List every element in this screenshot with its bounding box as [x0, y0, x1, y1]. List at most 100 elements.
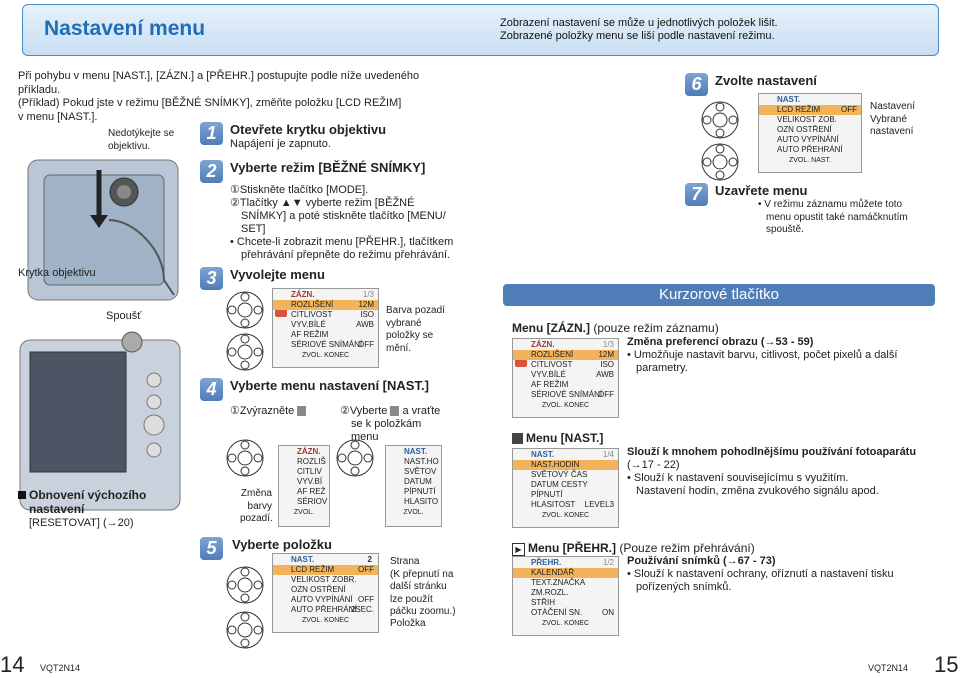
menu-row[interactable]: AUTO VYPÍNÁNÍ	[777, 135, 839, 144]
menu-nast-heading: Menu [NAST.]	[512, 431, 603, 445]
menu-label: ROZLIŠENÍ	[291, 300, 334, 309]
menu-row[interactable]: DATUM CESTY	[531, 480, 588, 489]
page-note: Strana (K přepnutí na další stránku lze …	[390, 556, 456, 619]
bg-color-note: Barva pozadí vybrané položky se mění.	[386, 305, 445, 355]
dpad-icon	[226, 439, 264, 477]
intro-text: Při pohybu v menu [NAST.], [ZÁZN.] a [PŘ…	[18, 70, 438, 124]
menu-row[interactable]: TEXT.ZNAČKA	[531, 578, 586, 587]
menu-row[interactable]: STŘIH	[531, 598, 555, 607]
menu-label: ROZLIŠENÍ	[531, 350, 574, 359]
menu-page: 1/3	[602, 340, 614, 349]
menu-row[interactable]: OZN OSTŘENÍ	[273, 585, 378, 595]
menu-label: AUTO PŘEHRÁNÍ	[291, 605, 357, 614]
menu-value: ON	[602, 608, 614, 617]
menu-row[interactable]: PÍPNUTÍ	[404, 487, 436, 496]
dpad-icon	[701, 143, 739, 181]
menu-value: 12M	[598, 350, 614, 359]
dpad-icon	[336, 439, 374, 477]
menu-row[interactable]: OZN OSTŘENÍ	[777, 125, 832, 134]
menu-row[interactable]: SVĚTOV	[404, 467, 437, 476]
step-number: 7	[685, 183, 708, 206]
menu-title: Menu [PŘEHR.]	[528, 541, 616, 555]
menu-prehr-shortcut: PŘEHR.1/2 KALENDÁŘ TEXT.ZNAČKA ZM.ROZL. …	[512, 556, 619, 636]
menu-label: CITLIVOST	[291, 310, 333, 319]
step-number: 3	[200, 267, 223, 290]
menu-row[interactable]: CITLIV	[297, 467, 322, 476]
step-number: 2	[200, 160, 223, 183]
menu-title: Menu [NAST.]	[526, 431, 604, 445]
menu-row[interactable]: NAST.HODIN	[513, 460, 618, 470]
step-line: • V režimu záznamu můžete toto	[758, 199, 903, 210]
note-line: barvy	[247, 500, 272, 512]
desc-line: parametry.	[636, 362, 688, 374]
menu-row[interactable]: VELIKOST ZOB.	[777, 115, 837, 124]
menu-row[interactable]: SÉRIOV	[297, 497, 328, 506]
play-icon: ▶	[512, 543, 525, 556]
menu-label: HLASITOST	[531, 500, 576, 509]
menu-value: AWB	[356, 320, 374, 329]
menu-row[interactable]: AF REŽ	[297, 487, 326, 496]
menu-row[interactable]: KALENDÁŘ	[513, 568, 618, 578]
change-bg-note: Změna barvy pozadí.	[240, 488, 273, 526]
note-line: objektivu.	[108, 140, 151, 152]
desc-line: • Slouží k nastavení souvisejícímu s vyu…	[627, 472, 849, 484]
note-line: nastavení	[870, 126, 914, 137]
reset-note: Obnovení výchozího nastavení [RESETOVAT]…	[18, 488, 146, 530]
desc-line: Slouží k mnohem pohodlnějšímu používání …	[627, 446, 917, 458]
menu-row[interactable]: AUTO PŘEHRÁNÍ	[777, 145, 843, 154]
camera-icon	[297, 406, 307, 417]
menu-head: NAST.	[777, 95, 801, 104]
step-line: přehrávání přepněte do režimu přehrávání…	[241, 249, 451, 261]
note-line: Nedotýkejte se	[108, 128, 175, 139]
cursor-button-title: Kurzorové tlačítko	[503, 284, 935, 306]
step-title: Otevřete krytku objektivu	[230, 122, 387, 137]
menu-row[interactable]: OTÁČENÍ SN.ON	[513, 608, 618, 618]
reset-title: Obnovení výchozího	[29, 488, 147, 502]
desc-line: Změna preferencí obrazu (→53 - 59)	[627, 336, 814, 348]
menu-row[interactable]: ROZLIŠENÍ 12M	[513, 350, 618, 360]
menu-row[interactable]: NAST.HO	[404, 457, 439, 466]
step-line: ①Zvýrazněte	[230, 405, 295, 417]
menu-footer: ZVOL.	[293, 509, 315, 516]
dont-touch-note: Nedotýkejte se objektivu.	[108, 128, 174, 153]
intro-line: v menu [NAST.].	[18, 110, 98, 123]
menu-label: LCD REŽIM	[777, 105, 821, 114]
menu-row[interactable]: SVĚTOVÝ ČAS	[531, 470, 588, 479]
menu-row[interactable]: ZM.ROZL.	[531, 588, 569, 597]
menu-row[interactable]: PÍPNUTÍ	[531, 490, 563, 499]
note-line: Změna	[240, 488, 272, 499]
note-line: Barva pozadí	[386, 305, 445, 316]
menu-row[interactable]: VYV.BÍ	[297, 477, 323, 486]
menu-row[interactable]: HLASITO	[404, 497, 439, 506]
menu-value: ISO	[600, 360, 614, 369]
menu-page: 2	[367, 555, 372, 564]
menu-row[interactable]: AF REŽIM	[273, 330, 378, 340]
menu-head: PŘEHR.	[531, 558, 562, 567]
menu-row[interactable]: ROZLIŠ	[297, 457, 326, 466]
menu-row[interactable]: AF REŽIM	[513, 380, 618, 390]
menu-row[interactable]: DATUM	[404, 477, 432, 486]
menu-value: AWB	[596, 370, 614, 379]
setting-note: Nastavení Vybrané nastavení	[870, 101, 915, 139]
menu-zazn-step4: ZÁZN. ROZLIŠ CITLIV VYV.BÍ AF REŽ SÉRIOV…	[278, 445, 330, 527]
menu-row[interactable]: VELIKOST ZOBR.	[273, 575, 378, 585]
camera-illustration	[19, 159, 181, 511]
step-line: a vraťte	[402, 405, 441, 417]
reset-title: nastavení	[29, 502, 85, 516]
dpad-icon	[226, 566, 264, 604]
header-note-line: Zobrazené položky menu se liší podle nas…	[500, 30, 775, 42]
dpad-icon	[226, 333, 264, 371]
